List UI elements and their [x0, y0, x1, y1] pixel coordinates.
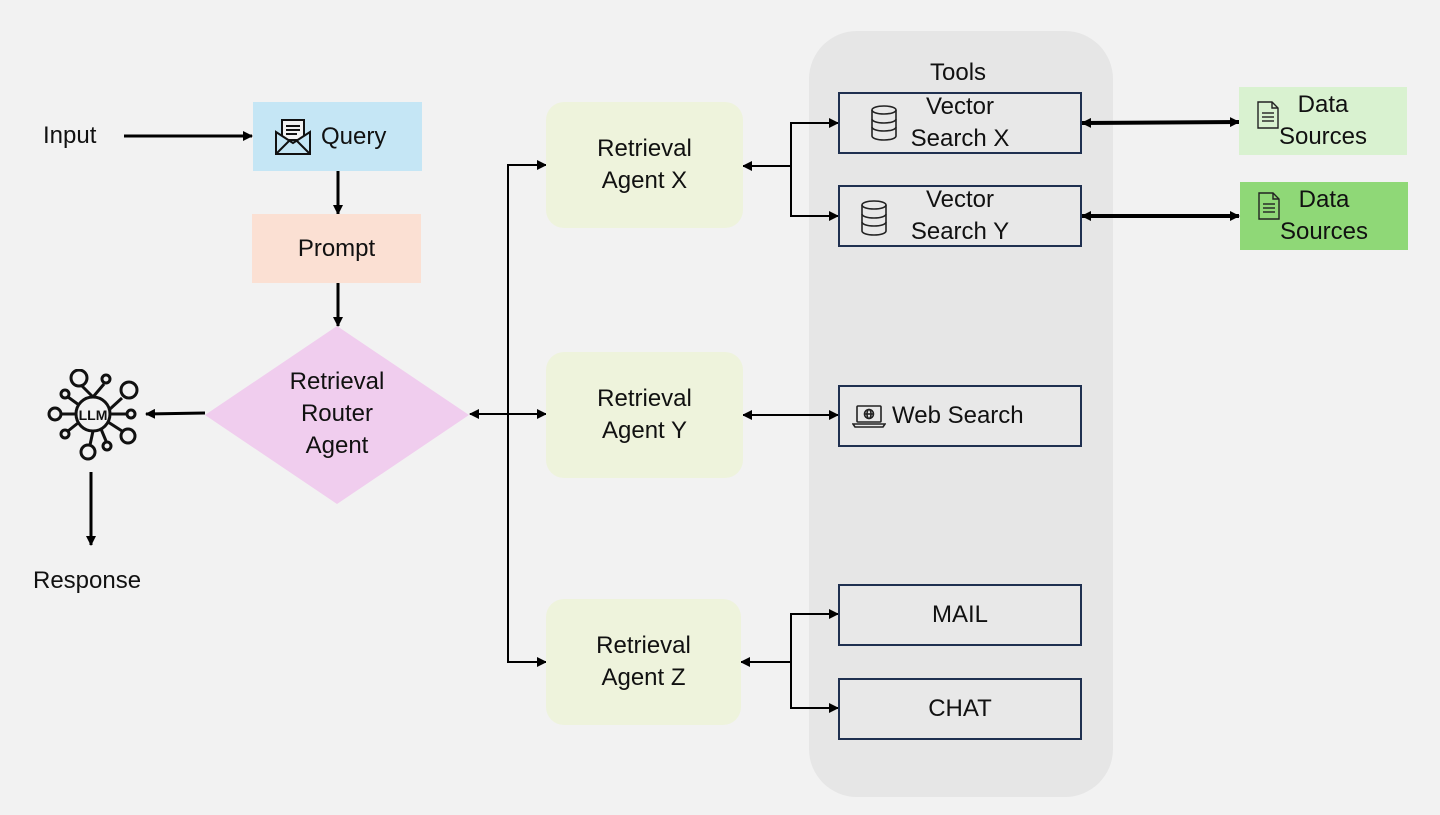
- query-label: Query: [321, 122, 387, 150]
- retrieval-agent-x: Retrieval Agent X: [546, 102, 743, 228]
- vector-search-y: Vector Search Y: [838, 185, 1082, 247]
- retrieval-agent-z: Retrieval Agent Z: [546, 599, 741, 725]
- prompt-box: Prompt: [252, 214, 421, 283]
- llm-text: LLM: [79, 407, 108, 423]
- mail-tool: MAIL: [838, 584, 1082, 646]
- data-sources-1: Data Sources: [1239, 87, 1407, 155]
- router-label: Retrieval Router Agent: [289, 368, 385, 459]
- web-search-label: Web Search: [892, 402, 1024, 429]
- llm-network-icon: LLM: [46, 368, 142, 465]
- document-icon: [1258, 192, 1280, 229]
- database-icon: [860, 200, 888, 245]
- prompt-label: Prompt: [297, 234, 376, 262]
- chat-label: CHAT: [928, 695, 992, 722]
- web-search: Web Search: [838, 385, 1082, 447]
- laptop-globe-icon: [851, 404, 887, 428]
- vector-search-x: Vector Search X: [838, 92, 1082, 154]
- document-icon: [1257, 101, 1279, 138]
- vector-search-x-label: Vector Search X: [910, 93, 1010, 152]
- mail-label: MAIL: [931, 601, 988, 628]
- arrow-router-llm: [145, 408, 206, 419]
- tools-title: Tools: [930, 59, 987, 86]
- data-sources-1-label: Data Sources: [1278, 91, 1368, 150]
- input-label: Input: [43, 122, 97, 149]
- database-icon: [870, 105, 898, 150]
- data-sources-2: Data Sources: [1240, 182, 1408, 250]
- data-sources-2-label: Data Sources: [1279, 186, 1369, 245]
- query-box: Query: [253, 102, 422, 171]
- retrieval-agent-y: Retrieval Agent Y: [546, 352, 743, 478]
- chat-tool: CHAT: [838, 678, 1082, 740]
- router-diamond: [205, 326, 469, 504]
- response-label: Response: [33, 567, 142, 594]
- envelope-icon: [273, 117, 313, 157]
- vector-search-y-label: Vector Search Y: [910, 186, 1010, 245]
